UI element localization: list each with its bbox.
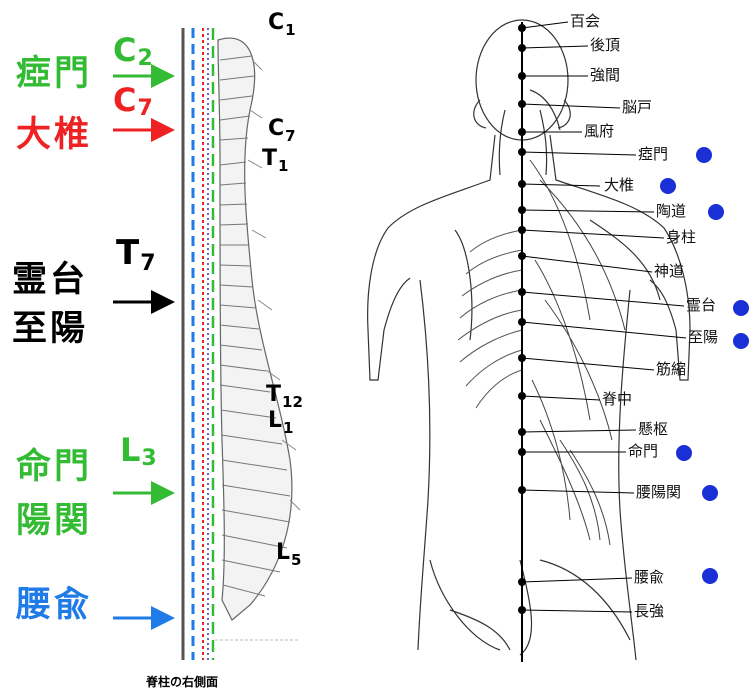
label-shiyo: 至陽 <box>12 312 88 347</box>
spine-label-l1: L1 <box>268 410 293 432</box>
point-label: 後頂 <box>590 38 620 53</box>
spine-label-c7: C7 <box>268 118 296 140</box>
label-yoyu: 腰兪 <box>16 588 92 623</box>
point-label: 懸枢 <box>638 422 668 437</box>
caption: 脊柱の右側面 <box>146 676 218 688</box>
label-meimon: 命門 <box>16 450 92 485</box>
label-amon: 瘂門 <box>16 57 92 92</box>
torso-outline <box>418 280 636 660</box>
point-label: 大椎 <box>604 178 634 193</box>
point-label: 腰兪 <box>634 570 664 585</box>
point-label: 霊台 <box>686 298 716 313</box>
point-label: 風府 <box>584 124 614 139</box>
point-label: 腰陽関 <box>636 485 681 500</box>
segment-l3: L3 <box>120 434 157 466</box>
segment-c2: C2 <box>113 34 153 66</box>
spine-label-l5: L5 <box>276 542 301 564</box>
label-reidai: 霊台 <box>12 263 88 298</box>
back-view-body <box>368 20 690 662</box>
spine-label-t12: T12 <box>266 384 303 406</box>
label-daitsui: 大椎 <box>16 118 92 153</box>
highlight-dot <box>733 300 749 316</box>
pelvis <box>430 560 630 655</box>
highlight-dot <box>696 147 712 163</box>
acupoint-markers <box>518 22 686 614</box>
left-shoulder-arm <box>368 135 495 380</box>
point-label: 命門 <box>628 444 658 459</box>
highlight-dot <box>676 445 692 461</box>
rib-cage <box>458 230 522 408</box>
point-label: 瘂門 <box>638 147 668 162</box>
highlight-dot <box>733 333 749 349</box>
highlight-dot <box>660 178 676 194</box>
label-yokan: 陽関 <box>16 504 92 539</box>
point-label: 長強 <box>634 604 664 619</box>
point-label: 強間 <box>590 68 620 83</box>
segment-t7: T7 <box>116 236 156 270</box>
point-label: 神道 <box>654 264 684 279</box>
point-label: 至陽 <box>688 330 718 345</box>
spine-label-c1: C1 <box>268 12 296 34</box>
highlight-dot <box>702 568 718 584</box>
point-label: 脊中 <box>602 392 632 407</box>
point-label: 百会 <box>570 14 600 29</box>
point-label: 脳戸 <box>622 100 652 115</box>
segment-c7: C7 <box>113 84 153 116</box>
highlight-dot <box>708 204 724 220</box>
point-label: 陶道 <box>656 204 686 219</box>
point-label: 筋縮 <box>656 362 686 377</box>
back-muscles <box>530 160 625 545</box>
right-shoulder-arm <box>550 135 690 380</box>
highlight-dot <box>702 485 718 501</box>
spine-label-t1: T1 <box>262 148 288 170</box>
point-label: 身柱 <box>666 230 696 245</box>
